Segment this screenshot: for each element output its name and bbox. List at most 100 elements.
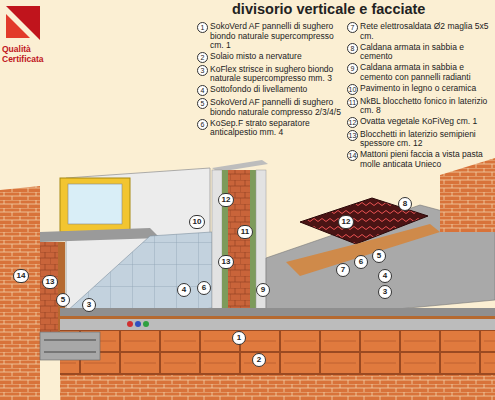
plant-wadding <box>222 170 228 310</box>
legend-text: KoFlex strisce in sughero biondo natural… <box>210 65 343 84</box>
brick-facade <box>0 186 40 400</box>
rebar <box>44 340 96 352</box>
callout-text: 7 <box>341 265 345 274</box>
pipe <box>127 321 133 327</box>
legend-number: 2 <box>197 52 208 63</box>
brick-wall <box>440 158 495 232</box>
callout-number: 6 <box>354 255 368 269</box>
legend-item: 12Ovatta vegetale KoFiVeg cm. 1 <box>347 117 493 127</box>
callout-text: 4 <box>383 271 387 280</box>
callout-number: 11 <box>237 225 252 239</box>
cork-layer <box>60 316 495 319</box>
cork-layer <box>286 224 440 276</box>
callout-number: 10 <box>189 215 205 229</box>
legend-text: Pavimento in legno o ceramica <box>360 84 493 94</box>
legend-item: 14Mattoni pieni faccia a vista pasta mol… <box>347 150 493 169</box>
legend-text: Solaio misto a nervature <box>210 52 343 62</box>
window-frame <box>60 178 130 232</box>
legend-text: Rete elettrosaldata Ø2 maglia 5x5 cm. <box>360 22 493 41</box>
legend-text: Ovatta vegetale KoFiVeg cm. 1 <box>360 117 493 127</box>
callout-text: 14 <box>17 271 26 280</box>
callout-text: 2 <box>257 355 261 364</box>
beam <box>40 332 100 360</box>
callout-text: 9 <box>261 285 265 294</box>
callout-text: 6 <box>359 257 363 266</box>
legend-number: 10 <box>347 84 358 95</box>
legend-number: 11 <box>347 97 358 108</box>
pipe <box>143 321 149 327</box>
legend-number: 4 <box>197 85 208 96</box>
legend-number: 13 <box>347 130 358 141</box>
callout-number: 8 <box>398 197 412 211</box>
logo-mark <box>6 14 30 38</box>
sound-block <box>228 170 250 310</box>
legend-item: 6KoSep.F strato separatore anticalpestio… <box>197 119 343 138</box>
callout-number: 4 <box>177 283 191 297</box>
legend-text: SokoVerd AF pannelli di sughero biondo n… <box>210 98 343 117</box>
callout-text: 5 <box>377 251 381 260</box>
legend-item: 10Pavimento in legno o ceramica <box>347 84 493 94</box>
diagram-title: divisorio verticale e facciate <box>232 1 425 17</box>
block-wall <box>40 242 58 332</box>
callout-text: 1 <box>237 333 241 342</box>
callout-number: 5 <box>372 249 386 263</box>
legend-text: NkBL blocchetto fonico in laterizio cm. … <box>360 97 493 116</box>
hollow-blocks <box>60 330 495 375</box>
pipe <box>135 321 141 327</box>
callout-text: 12 <box>222 195 231 204</box>
callout-text: 12 <box>342 217 351 226</box>
callout-text: 3 <box>87 300 91 309</box>
legend-item: 7Rete elettrosaldata Ø2 maglia 5x5 cm. <box>347 22 493 41</box>
lintel <box>40 228 160 242</box>
legend-item: 1SokoVerd AF pannelli di sughero biondo … <box>197 22 343 51</box>
legend-number: 5 <box>197 98 208 109</box>
callout-number: 13 <box>218 255 234 269</box>
legend-number: 12 <box>347 117 358 128</box>
callout-text: 8 <box>403 199 407 208</box>
legend-item: 13Blocchetti in laterizio semipieni spes… <box>347 130 493 149</box>
callout-number: 7 <box>336 263 350 277</box>
legend-number: 9 <box>347 63 358 74</box>
callout-text: 6 <box>202 283 206 292</box>
legend-text: Mattoni pieni faccia a vista pasta molle… <box>360 150 493 169</box>
legend-text: SokoVerd AF pannelli di sughero biondo n… <box>210 22 343 51</box>
legend-item: 8Caldana armata in sabbia e cemento <box>347 43 493 62</box>
legend-item: 3KoFlex strisce in sughero biondo natura… <box>197 65 343 84</box>
legend-number: 3 <box>197 65 208 76</box>
legend-text: Caldana armata in sabbia e cemento <box>360 43 493 62</box>
legend-number: 1 <box>197 22 208 33</box>
callout-number: 12 <box>338 215 354 229</box>
legend-item: 5SokoVerd AF pannelli di sughero biondo … <box>197 98 343 117</box>
logo-mark <box>6 6 40 40</box>
callout-number: 5 <box>56 293 70 307</box>
legend-item: 2Solaio misto a nervature <box>197 52 343 62</box>
callout-number: 14 <box>13 269 29 283</box>
legend-number: 6 <box>197 119 208 130</box>
callout-text: 3 <box>383 287 387 296</box>
plaster <box>212 170 222 310</box>
legend-number: 14 <box>347 150 358 161</box>
callout-number: 4 <box>378 269 392 283</box>
callout-text: 13 <box>46 277 55 286</box>
callout-text: 11 <box>241 227 249 236</box>
legend-item: 11NkBL blocchetto fonico in laterizio cm… <box>347 97 493 116</box>
callout-text: 13 <box>222 257 231 266</box>
callout-number: 3 <box>378 285 392 299</box>
logo-text: Qualità Certificata <box>2 44 54 64</box>
levelling-layer <box>60 319 495 330</box>
callout-number: 13 <box>42 275 58 289</box>
callout-text: 10 <box>193 217 202 226</box>
callout-number: 3 <box>82 298 96 312</box>
legend-item: 4Sottofondo di livellamento <box>197 85 343 95</box>
legend-text: Sottofondo di livellamento <box>210 85 343 95</box>
legend-text: Caldana armata in sabbia e cemento con p… <box>360 63 493 82</box>
legend-number: 7 <box>347 22 358 33</box>
legend-item: 9Caldana armata in sabbia e cemento con … <box>347 63 493 82</box>
brick-base <box>60 375 495 400</box>
legend-text: KoSep.F strato separatore anticalpestio … <box>210 119 343 138</box>
callout-number: 12 <box>218 193 234 207</box>
callout-text: 4 <box>182 285 186 294</box>
callout-number: 6 <box>197 281 211 295</box>
screed-layer <box>60 308 495 316</box>
callout-number: 9 <box>256 283 270 297</box>
